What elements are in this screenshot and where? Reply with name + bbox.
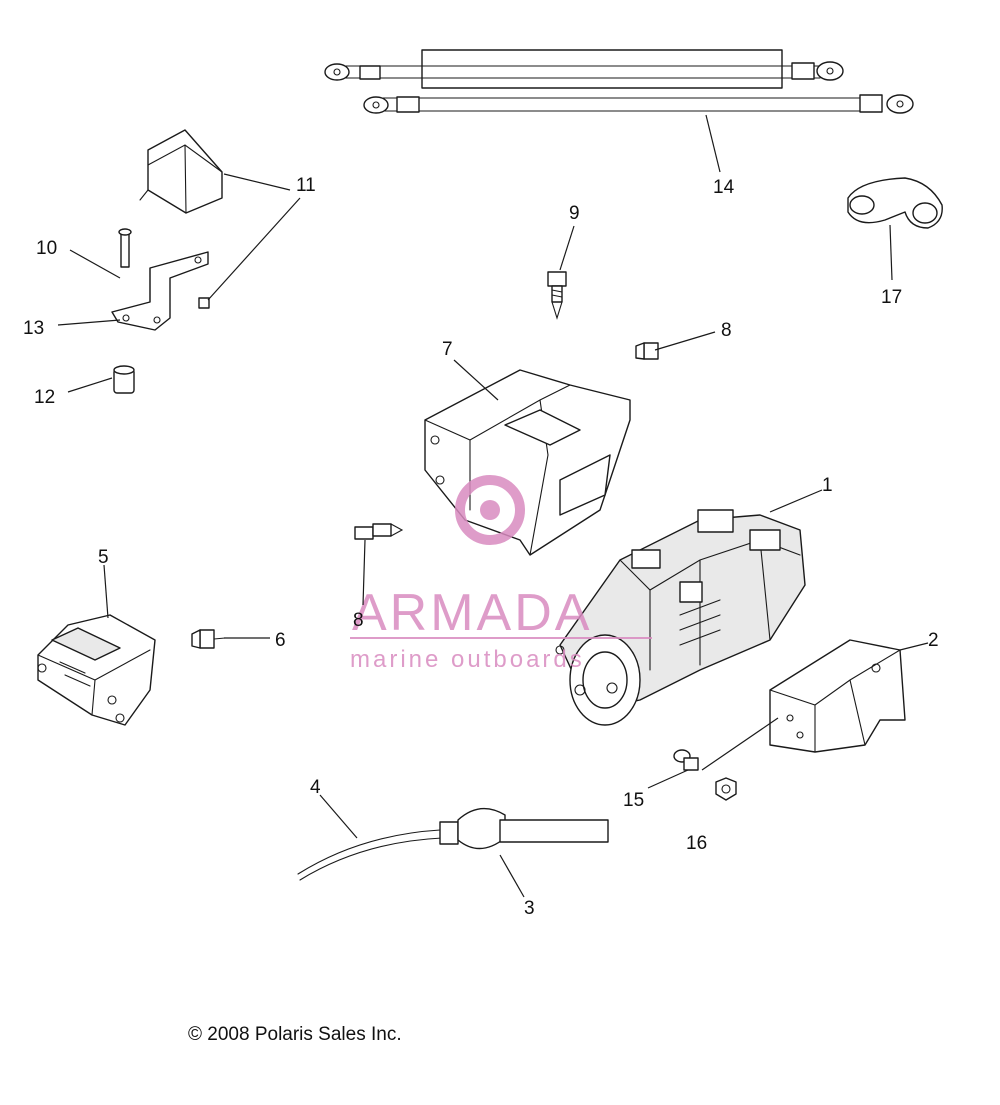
bolt-8-upper	[635, 342, 659, 360]
winch	[555, 509, 806, 726]
terminal-boot	[139, 129, 223, 214]
battery-cable-set	[324, 49, 914, 114]
callout-2: 2	[928, 630, 939, 651]
callout-12: 12	[34, 387, 55, 408]
copyright-text: 2008 Polaris Sales Inc.	[207, 1024, 402, 1045]
callout-13: 13	[23, 318, 44, 339]
watermark-tagline: marine outboards	[350, 646, 585, 673]
bolt-9	[547, 271, 567, 320]
callout-4: 4	[310, 777, 321, 798]
bolt-8-lower	[354, 523, 404, 540]
callout-17: 17	[881, 287, 902, 308]
control-box	[37, 614, 156, 726]
armada-watermark: ARMADA marine outboards	[350, 475, 652, 673]
watermark-logo-icon	[455, 475, 525, 545]
callout-1: 1	[822, 475, 833, 496]
bracket-assembly	[111, 228, 210, 394]
nut-16	[715, 777, 737, 801]
copyright-symbol-icon: ©	[188, 1024, 202, 1045]
leader-lines	[57, 114, 929, 898]
callout-5: 5	[98, 547, 109, 568]
callout-10: 10	[36, 238, 57, 259]
watermark-brand: ARMADA	[352, 584, 592, 642]
callout-15: 15	[623, 790, 644, 811]
callout-16: 16	[686, 833, 707, 854]
callout-8-lower: 8	[353, 610, 364, 631]
winch-cable	[297, 807, 609, 881]
copyright-notice: © 2008 Polaris Sales Inc.	[188, 1024, 402, 1046]
callout-11: 11	[296, 175, 316, 196]
callout-3: 3	[524, 898, 535, 919]
callout-8-upper: 8	[721, 320, 732, 341]
elbow-fitting	[847, 177, 943, 229]
callout-9: 9	[569, 203, 580, 224]
callout-labels: 1 2 3 4 5 6 7 8 8 9 10 11 12 13 14 15 16…	[23, 175, 939, 919]
support-bracket	[769, 639, 906, 753]
bolt-6	[191, 629, 226, 649]
bolt-15	[673, 749, 699, 771]
mount-plate	[424, 369, 631, 556]
callout-6: 6	[275, 630, 286, 651]
callout-14: 14	[713, 177, 735, 198]
callout-7: 7	[442, 339, 453, 360]
